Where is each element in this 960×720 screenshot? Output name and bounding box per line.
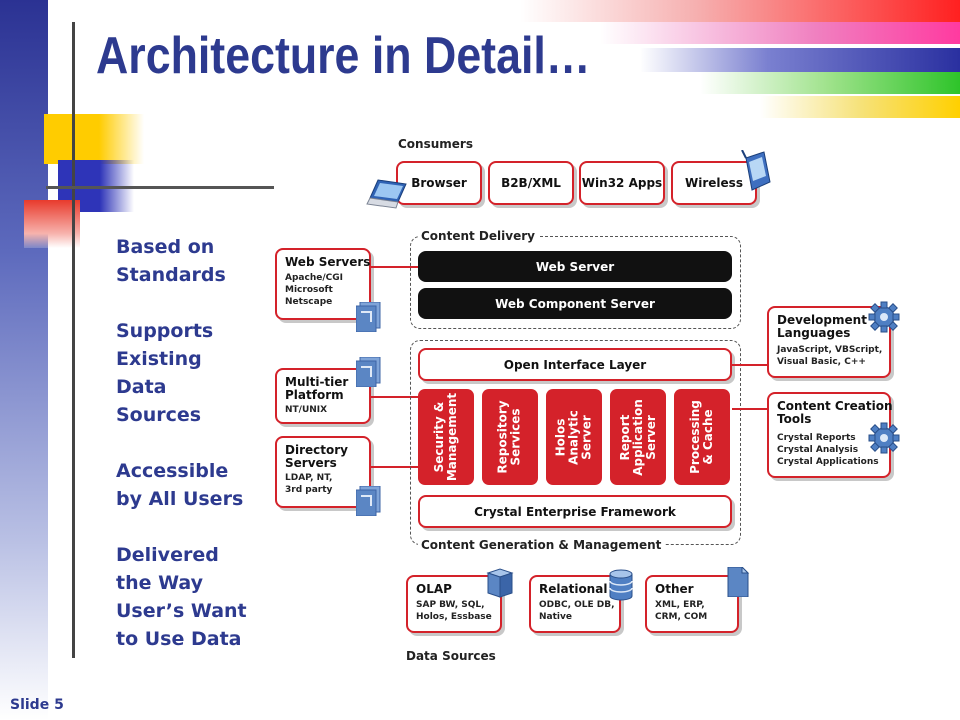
content-delivery-label: Content Delivery — [418, 229, 538, 243]
web-server-bar: Web Server — [418, 251, 732, 282]
repository-services-column: Repository Services — [482, 389, 538, 485]
report-application-server-column: Report Application Server — [610, 389, 666, 485]
bullet-line: the Way — [116, 572, 204, 594]
document-icon — [356, 357, 381, 387]
datasource-olap-title: OLAP — [416, 582, 452, 596]
holos-analytic-server-column: Holos Analytic Server — [546, 389, 602, 485]
bullet-line: Supports — [116, 320, 214, 342]
content-delivery-group — [410, 236, 741, 329]
datasource-other-title: Other — [655, 582, 694, 596]
multitier-details: NT/UNIX — [285, 405, 328, 415]
slide-number: Slide 5 — [10, 697, 64, 713]
bullet-accessible: Accessible by All Users — [116, 457, 276, 513]
datasource-relational-title: Relational — [539, 582, 608, 596]
web-component-server-bar: Web Component Server — [418, 288, 732, 319]
content-creation-title: Content Creation Tools — [777, 399, 893, 426]
open-interface-layer: Open Interface Layer — [418, 348, 732, 381]
bullet-line: Based on — [116, 236, 215, 258]
datasource-olap-box: OLAP SAP BW, SQL, Holos, Essbase — [406, 575, 502, 633]
web-servers-title: Web Servers — [285, 255, 371, 269]
decor-stripe-green — [700, 72, 960, 94]
data-sources-label: Data Sources — [406, 649, 496, 663]
multitier-title: Multi-tier Platform — [285, 375, 349, 402]
bullet-data-sources: Supports Existing Data Sources — [116, 317, 276, 429]
connector-multitier — [371, 396, 418, 398]
connector-content-creation — [732, 408, 767, 410]
consumer-b2b-xml: B2B/XML — [488, 161, 574, 205]
dev-languages-title: Development Languages — [777, 313, 867, 340]
web-servers-details: Apache/CGI Microsoft Netscape — [285, 273, 343, 307]
document-icon — [356, 302, 381, 332]
decor-horizontal-line — [46, 186, 274, 189]
bullet-line: Delivered — [116, 544, 219, 566]
document-icon — [356, 486, 381, 516]
content-creation-details: Crystal Reports Crystal Analysis Crystal… — [777, 433, 879, 467]
datasource-olap-details: SAP BW, SQL, Holos, Essbase — [416, 600, 492, 622]
datasource-relational-details: ODBC, OLE DB, Native — [539, 600, 615, 622]
document-icon — [727, 567, 750, 597]
decor-square-yellow — [44, 114, 144, 164]
crystal-enterprise-framework: Crystal Enterprise Framework — [418, 495, 732, 528]
web-servers-box: Web Servers Apache/CGI Microsoft Netscap… — [275, 248, 371, 320]
processing-cache-column: Processing & Cache — [674, 389, 730, 485]
column-label: Security & Management — [432, 392, 459, 482]
consumer-browser: Browser — [396, 161, 482, 205]
bullet-line: Data — [116, 376, 167, 398]
datasource-other-details: XML, ERP, CRM, COM — [655, 600, 708, 622]
decor-stripe-blue — [640, 48, 960, 72]
bullet-standards: Based on Standards — [116, 233, 276, 289]
consumer-win32-apps: Win32 Apps — [579, 161, 665, 205]
consumer-wireless: Wireless — [671, 161, 757, 205]
connector-dev-languages — [732, 364, 767, 366]
cube-icon — [486, 568, 514, 598]
column-label: Report Application Server — [617, 398, 658, 476]
bullet-delivered: Delivered the Way User’s Want to Use Dat… — [116, 541, 276, 653]
bullet-line: to Use Data — [116, 628, 242, 650]
bullet-line: Standards — [116, 264, 226, 286]
bullet-line: Accessible — [116, 460, 229, 482]
slide-title: Architecture in Detail… — [96, 27, 591, 85]
bullet-line: Existing — [116, 348, 202, 370]
bullet-line: Sources — [116, 404, 202, 426]
decor-stripe-red — [520, 0, 960, 22]
datasource-other-box: Other XML, ERP, CRM, COM — [645, 575, 739, 633]
security-management-column: Security & Management — [418, 389, 474, 485]
column-label: Holos Analytic Server — [553, 409, 594, 465]
decor-square-red — [24, 200, 80, 248]
consumers-label: Consumers — [398, 137, 473, 151]
database-icon — [609, 569, 633, 601]
gear-icon — [868, 301, 900, 333]
connector-web-servers — [371, 266, 418, 268]
directory-servers-box: Directory Servers LDAP, NT, 3rd party — [275, 436, 371, 508]
dev-languages-details: JavaScript, VBScript, Visual Basic, C++ — [777, 345, 883, 367]
left-gradient-band — [0, 0, 48, 720]
connector-directory — [371, 466, 418, 468]
pda-icon — [741, 150, 771, 191]
column-label: Repository Services — [496, 400, 524, 474]
multitier-platform-box: Multi-tier Platform NT/UNIX — [275, 368, 371, 424]
directory-title: Directory Servers — [285, 443, 348, 470]
development-languages-box: Development Languages JavaScript, VBScri… — [767, 306, 891, 378]
column-label: Processing & Cache — [688, 400, 715, 474]
directory-details: LDAP, NT, 3rd party — [285, 473, 333, 495]
decor-stripe-yellow — [760, 96, 960, 118]
decor-vertical-line — [72, 22, 75, 658]
datasource-relational-box: Relational ODBC, OLE DB, Native — [529, 575, 621, 633]
laptop-icon — [366, 179, 407, 209]
bullet-list: Based on Standards Supports Existing Dat… — [116, 233, 276, 681]
decor-stripe-pink — [600, 22, 960, 44]
bullet-line: by All Users — [116, 488, 244, 510]
gear-icon — [868, 422, 900, 454]
content-generation-label: Content Generation & Management — [418, 538, 665, 552]
bullet-line: User’s Want — [116, 600, 247, 622]
